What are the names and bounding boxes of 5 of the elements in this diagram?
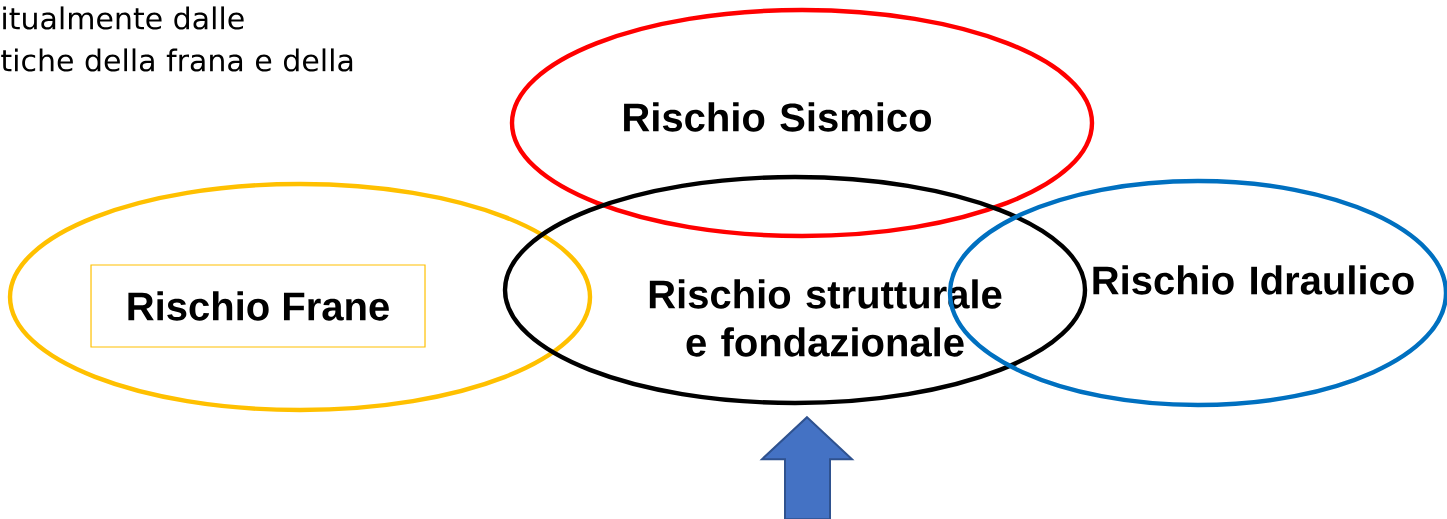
- text-box: Rischio Frane: [90, 264, 426, 348]
- text-fragment: itualmente dalle: [3, 6, 244, 30]
- text-fragment: tiche della frana e della: [1, 48, 353, 72]
- ellipse: [7, 181, 593, 413]
- ellipse-label: Rischio Sismico: [509, 7, 1095, 239]
